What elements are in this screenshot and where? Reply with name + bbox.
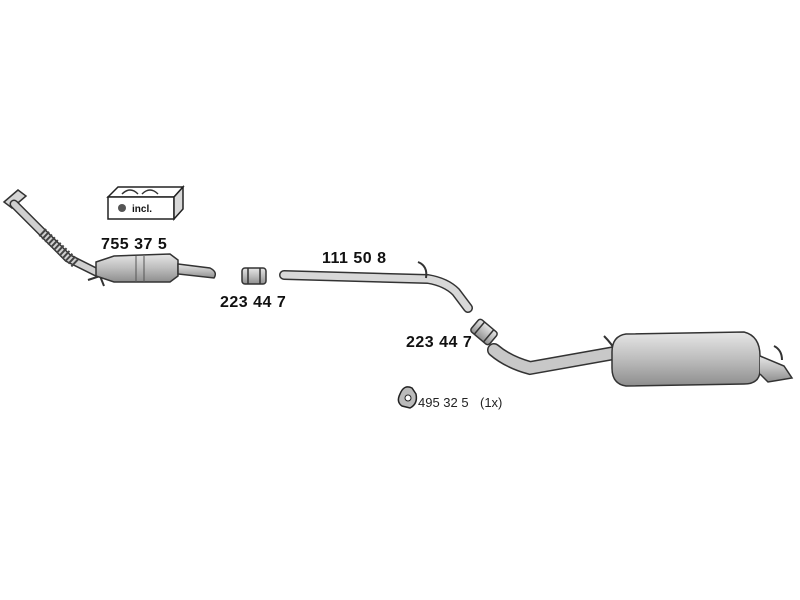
part-number-clamp-rear: 223 44 7 bbox=[406, 334, 473, 351]
part-number-catalytic-converter: 755 37 5 bbox=[101, 236, 168, 253]
catalytic-converter bbox=[95, 253, 217, 283]
rubber-mount-quantity: (1x) bbox=[480, 395, 503, 410]
middle-pipe bbox=[279, 261, 473, 313]
part-number-rubber-mount: 495 32 5 bbox=[418, 395, 469, 410]
mounting-kit-box bbox=[106, 185, 185, 221]
part-number-clamp-front: 223 44 7 bbox=[220, 294, 287, 311]
front-pipe-with-flex bbox=[2, 189, 105, 287]
kit-box-label: incl. bbox=[132, 204, 153, 215]
part-number-middle-pipe: 111 50 8 bbox=[322, 250, 387, 267]
rear-silencer bbox=[487, 331, 794, 387]
rubber-mount-icon bbox=[397, 386, 418, 409]
clamp-rear bbox=[470, 318, 498, 346]
clamp-front bbox=[241, 267, 267, 285]
